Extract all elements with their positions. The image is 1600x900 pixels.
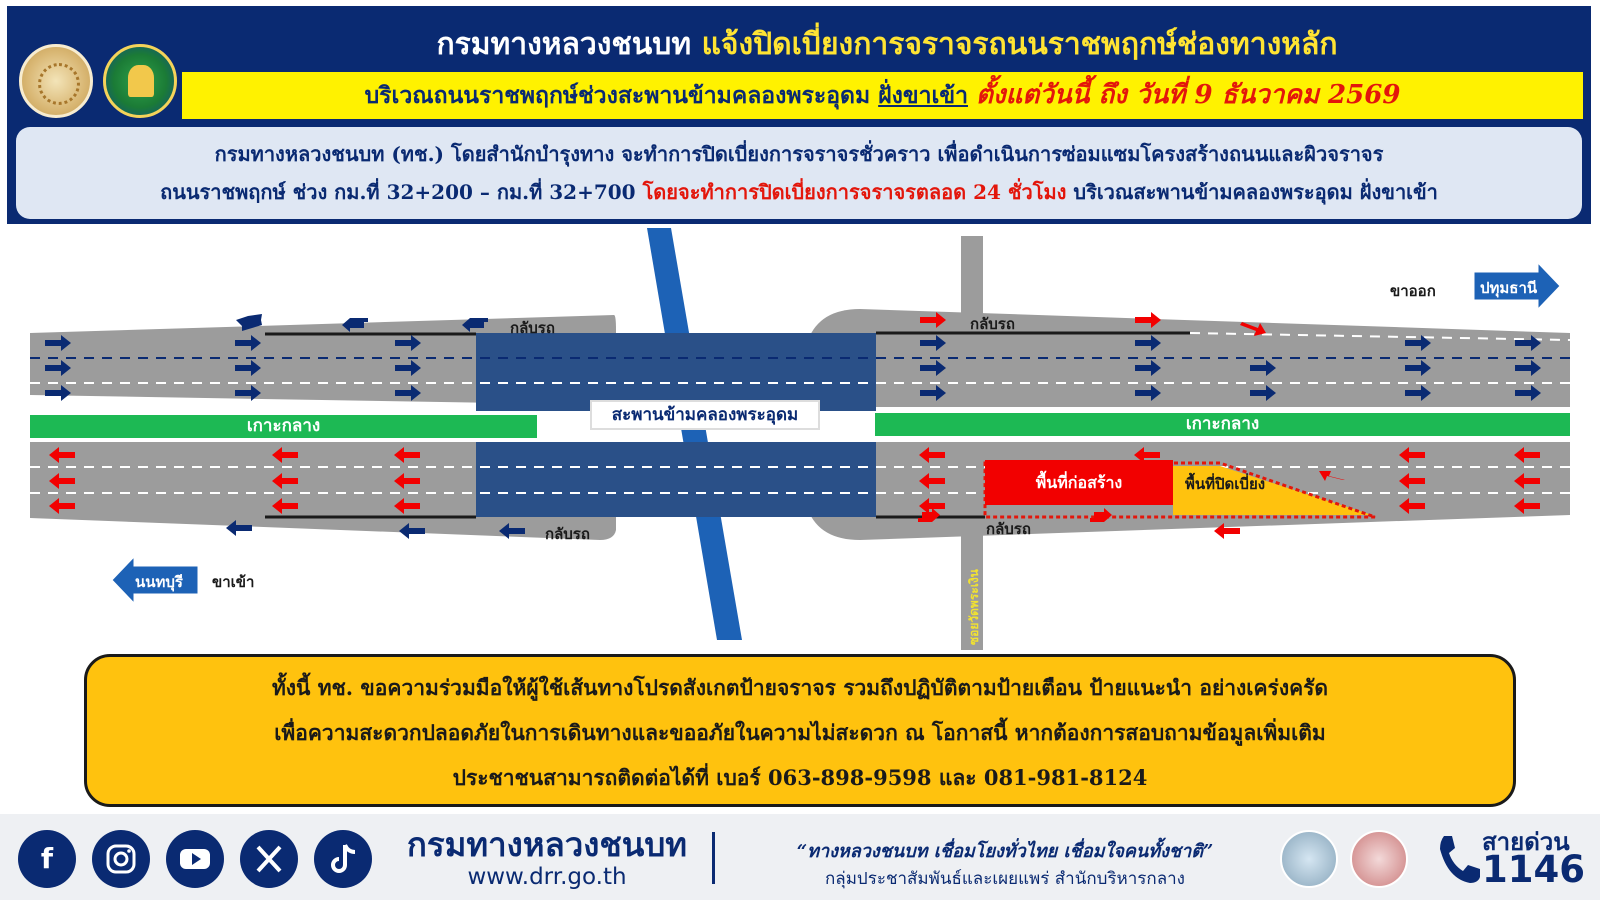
notice-line-2: เพื่อความสะดวกปลอดภัยในการเดินทางและขออภ… (274, 720, 1326, 745)
footer-slogan: “ทางหลวงชนบท เชื่อมโยงทั่วไทย เชื่อมใจคน… (796, 841, 1214, 862)
subtitle-bar: บริเวณถนนราชพฤกษ์ช่วงสะพานข้ามคลองพระอุด… (180, 70, 1585, 121)
side-road-south (961, 530, 983, 650)
bridge-deck-inbound (476, 442, 876, 517)
x-icon[interactable] (240, 830, 298, 888)
tiktok-icon[interactable] (314, 830, 372, 888)
royal-emblem-logo (19, 44, 93, 118)
subtitle-location: บริเวณถนนราชพฤกษ์ช่วงสะพานข้ามคลองพระอุด… (364, 82, 871, 109)
footer-divider (712, 832, 715, 884)
footer-website[interactable]: www.drr.go.th (467, 864, 627, 890)
outbound-direction-arrow (1473, 262, 1561, 310)
header-banner: กรมทางหลวงชนบท แจ้งปิดเบี่ยงการจราจรถนนร… (7, 6, 1591, 224)
notice-line-1: ทั้งนี้ ทช. ขอความร่วมมือให้ผู้ใช้เส้นทา… (271, 675, 1329, 700)
notice-line-3: ประชาชนสามารถติดต่อได้ที่ เบอร์ 063-898-… (452, 765, 1148, 790)
instagram-icon[interactable] (92, 830, 150, 888)
outbound-destination: ปทุมธานี (1480, 279, 1538, 297)
title-org: กรมทางหลวงชนบท (436, 27, 692, 62)
footer-org-name: กรมทางหลวงชนบท (406, 825, 688, 864)
info-line-2-end: บริเวณสะพานข้ามคลองพระอุดม ฝั่งขาเข้า (1073, 180, 1438, 204)
subtitle-period: ตั้งแต่วันนี้ ถึง วันที่ 9 ธันวาคม 2569 (976, 80, 1401, 110)
median-right: เกาะกลาง (875, 413, 1570, 436)
outbound-label: ขาออก (1390, 282, 1436, 300)
subtitle-direction: ฝั่งขาเข้า (878, 82, 968, 109)
side-road-label: ซอยวัดพระเงิน (967, 569, 981, 645)
footer-department: กลุ่มประชาสัมพันธ์และเผยแพร่ สำนักบริหาร… (825, 869, 1185, 889)
info-line-2-start: ถนนราชพฤกษ์ ช่วง กม.ที่ 32+200 – กม.ที่ … (160, 180, 636, 204)
drr-logo (103, 44, 177, 118)
uturn-label-left-bottom: กลับรถ (545, 525, 590, 543)
inbound-label: ขาเข้า (212, 573, 255, 591)
title-announcement: แจ้งปิดเบี่ยงการจราจรถนนราชพฤกษ์ช่องทางห… (701, 27, 1338, 62)
youtube-icon[interactable] (166, 830, 224, 888)
inbound-destination: นนทบุรี (135, 573, 183, 591)
detour-zone-shape (1173, 466, 1372, 515)
info-line-1: กรมทางหลวงชนบท (ทช.) โดยสำนักบำรุงทาง จะ… (214, 142, 1384, 166)
bridge-deck-outbound (476, 333, 876, 411)
ministry-seal (1280, 830, 1338, 888)
hotline-label: สายด่วน (1482, 828, 1570, 856)
lane-marking-merge-outbound (1189, 332, 1571, 341)
uturn-label-left-top: กลับรถ (510, 319, 555, 337)
inbound-direction-arrow (111, 556, 199, 604)
info-box: กรมทางหลวงชนบท (ทช.) โดยสำนักบำรุงทาง จะ… (16, 127, 1582, 219)
construction-zone: พื้นที่ก่อสร้าง (985, 460, 1173, 505)
bridge-label: สะพานข้ามคลองพระอุดม (590, 400, 820, 430)
uturn-label-right-top: กลับรถ (970, 315, 1015, 333)
side-road-north (961, 236, 983, 322)
detour-zone-label: พื้นที่ปิดเบี่ยง (1185, 475, 1266, 493)
page-title: กรมทางหลวงชนบท แจ้งปิดเบี่ยงการจราจรถนนร… (187, 26, 1587, 64)
median-left: เกาะกลาง (30, 415, 537, 438)
hotline-number[interactable]: 1146 (1482, 848, 1585, 891)
facebook-icon[interactable]: f (18, 830, 76, 888)
notice-box: ทั้งนี้ ทช. ขอความร่วมมือให้ผู้ใช้เส้นทา… (84, 654, 1516, 807)
info-line-2-highlight: โดยจะทำการปิดเบี่ยงการจราจรตลอด 24 ชั่วโ… (642, 180, 1067, 204)
uturn-label-right-bottom: กลับรถ (986, 520, 1031, 538)
inbound-uturn-arrows (226, 520, 525, 539)
department-seal (1350, 830, 1408, 888)
canal-shape (647, 228, 742, 640)
outbound-arrows (45, 314, 1541, 401)
inbound-red-arrows (49, 447, 1540, 539)
phone-icon (1440, 836, 1480, 883)
outbound-red-arrows (920, 312, 1266, 336)
info-line-2: ถนนราชพฤกษ์ ช่วง กม.ที่ 32+200 – กม.ที่ … (16, 173, 1582, 211)
